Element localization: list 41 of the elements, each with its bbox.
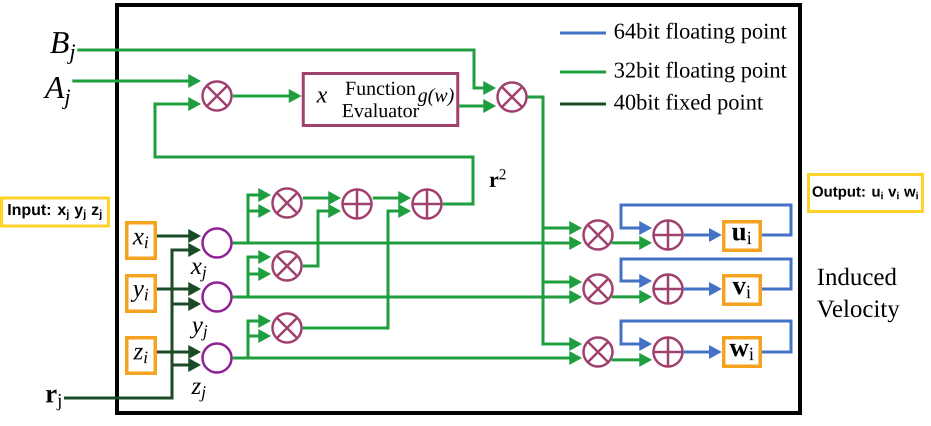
edge-label: z$_{j}$ <box>191 382 206 402</box>
circle-symbol <box>201 342 233 374</box>
edge-label: y$_{j}$ <box>190 322 208 340</box>
adder-symbol <box>652 336 684 368</box>
variable-box: z$_{i}$ <box>125 336 157 375</box>
adder-symbol <box>652 219 684 251</box>
variable-box: x$_{i}$ <box>125 221 157 260</box>
arrow <box>620 258 792 290</box>
multiplier-symbol <box>582 219 614 251</box>
arrow <box>620 320 792 354</box>
port-label: x <box>316 92 328 102</box>
variable-box: y$_{i}$ <box>125 274 157 313</box>
multiplier-symbol <box>271 187 303 219</box>
arrow <box>620 204 792 236</box>
multiplier-symbol <box>582 336 614 368</box>
legend-text: 40bit fixed point <box>614 94 764 114</box>
legend-text: 64bit floating point <box>614 22 787 44</box>
multiplier-symbol <box>496 81 528 113</box>
multiplier-symbol <box>271 312 303 344</box>
multiplier-symbol <box>271 250 303 282</box>
adder-symbol <box>341 188 373 220</box>
result-box: w$_{i}$ <box>722 336 762 368</box>
port-label: g(w) <box>418 88 454 106</box>
circle-symbol <box>201 227 233 259</box>
result-box: u$_{i}$ <box>722 220 762 252</box>
multiplier-symbol <box>201 80 233 112</box>
arrow <box>154 97 474 206</box>
annotation: Induced Velocity <box>816 268 900 322</box>
adder-symbol <box>411 188 443 220</box>
multiplier-symbol <box>582 273 614 305</box>
variable-label: B$_{j}$ <box>50 32 76 64</box>
variable-label: A$_{j}$ <box>43 76 70 110</box>
legend-text: 32bit floating point <box>614 62 787 82</box>
result-box: v$_{i}$ <box>722 274 762 306</box>
adder-symbol <box>652 273 684 305</box>
output-box: Output: u$_{i}$ v$_{i}$ w$_{i}$ <box>807 173 924 213</box>
edge-label: x$_{j}$ <box>190 262 206 282</box>
edge-label: r$^{2}$ <box>488 168 508 188</box>
circle-symbol <box>201 281 233 313</box>
variable-label: r$_{j}$ <box>46 390 61 410</box>
input-box: Input: x$_{j}$ y$_{j}$ z$_{j}$ <box>0 196 110 228</box>
